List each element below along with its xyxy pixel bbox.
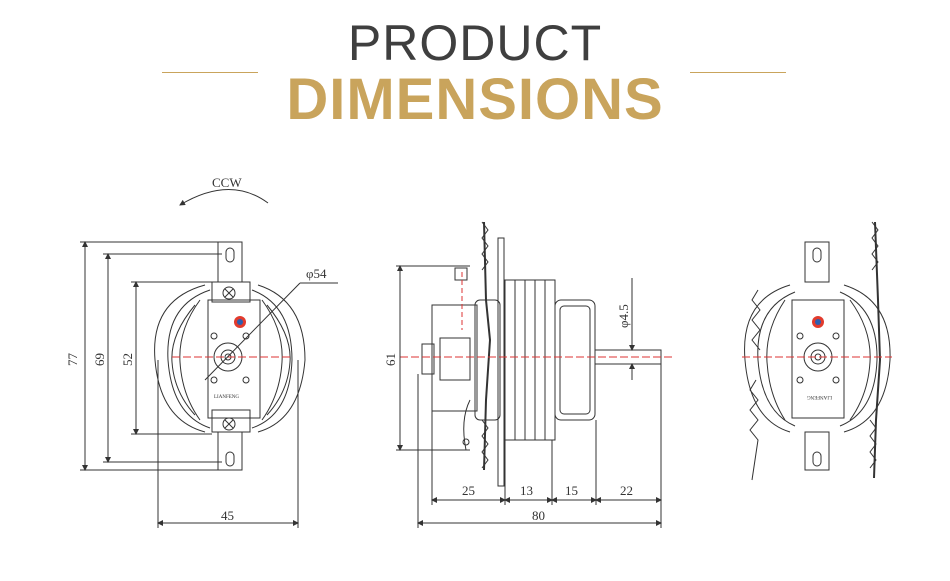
rear-bracket <box>791 299 845 419</box>
dim-15: 15 <box>565 483 578 498</box>
rear-bottom-tab <box>804 431 830 471</box>
side-flange <box>497 237 505 487</box>
dim-25: 25 <box>462 483 475 498</box>
left-rule <box>162 72 258 73</box>
rear-top-tab <box>804 241 830 283</box>
bottom-tab <box>217 431 243 471</box>
right-rule <box>690 72 786 73</box>
title-product: PRODUCT <box>347 15 603 71</box>
dim-52: 52 <box>120 353 135 366</box>
header: PRODUCT DIMENSIONS <box>0 0 950 132</box>
front-brand-mark: LIANFENG <box>214 395 239 400</box>
ccw-arrow <box>179 189 269 206</box>
dim-69: 69 <box>92 353 107 366</box>
rear-view: LIANFENG <box>742 221 892 481</box>
dim-80: 80 <box>532 508 545 523</box>
shaft-diameter-label: φ4.5 <box>616 304 631 328</box>
front-view: CCW LIANFENG <box>65 175 338 528</box>
dim-45: 45 <box>221 508 234 523</box>
lamination-stack <box>504 279 556 441</box>
rear-brand-mark: LIANFENG <box>807 394 832 399</box>
diameter-label: φ54 <box>306 266 327 281</box>
dim-22: 22 <box>620 483 633 498</box>
front-bracket <box>207 299 261 419</box>
title-dimensions: DIMENSIONS <box>286 67 664 132</box>
dim-77: 77 <box>65 353 80 367</box>
back-bracket <box>431 304 478 412</box>
ccw-label: CCW <box>212 175 242 190</box>
dim-13: 13 <box>520 483 533 498</box>
side-view: 61 φ4.5 25 13 15 22 80 <box>383 221 672 528</box>
dim-61: 61 <box>383 353 398 366</box>
